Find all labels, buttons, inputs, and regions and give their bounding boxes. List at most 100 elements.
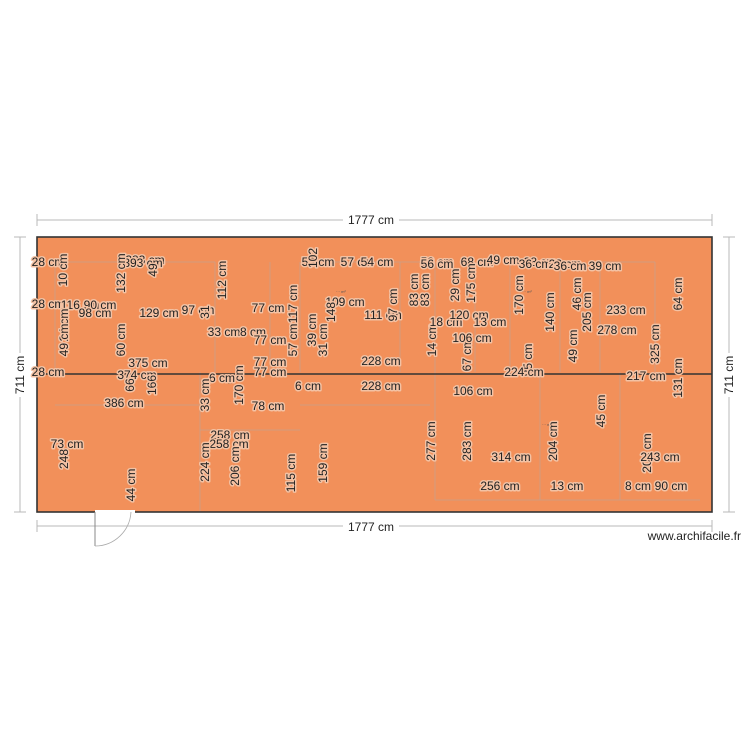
room-area-mark: ··· m² — [223, 380, 233, 385]
measurement-label: 166 — [145, 375, 159, 395]
measurement-label: 159 cm — [316, 443, 330, 482]
dimension-right: 711 cm — [722, 356, 736, 394]
measurement-label: 140 cm — [543, 292, 557, 331]
measurement-label: 258 cm — [210, 428, 249, 442]
measurement-label: 58 cm — [421, 255, 454, 269]
measurement-label: 57 cm — [341, 255, 374, 269]
measurement-label: 18 cm — [430, 315, 463, 329]
measurement-label: 117 cm — [286, 285, 300, 323]
measurement-label: 66 — [123, 378, 137, 392]
measurement-label: 228 cm — [361, 379, 400, 393]
measurement-label: 97 cm — [386, 289, 400, 322]
measurement-label: 205 cm — [580, 292, 594, 331]
measurement-label: 170 cm — [512, 275, 526, 314]
measurement-label: 175 cm — [464, 263, 478, 302]
measurement-label: 386 cm — [104, 396, 143, 410]
measurement-label: 148 — [324, 302, 338, 322]
measurement-label: 277 cm — [424, 421, 438, 460]
measurement-label: 13 cm — [474, 315, 507, 329]
measurement-label: 31 — [198, 305, 212, 319]
measurement-label: 8 cm — [625, 479, 651, 493]
measurement-label: 28 cm — [32, 365, 65, 379]
measurement-label: 29 cm — [448, 269, 462, 302]
measurement-label: 83 cm — [418, 274, 432, 307]
dimension-left: 711 cm — [13, 356, 27, 394]
measurement-label: 8 cm — [240, 325, 266, 339]
measurement-label: 204 cm — [640, 433, 654, 472]
measurement-label: 36 cm — [519, 257, 552, 271]
overall-dimensions: 1777 cm 1777 cm 711 cm 711 cm — [12, 211, 737, 534]
measurement-label: 83 cm — [407, 274, 421, 307]
measurement-label: 53 cm — [302, 255, 335, 269]
measurement-label: 374 cm — [117, 368, 156, 382]
measurement-label: 90 cm — [655, 479, 688, 493]
measurement-label: 383 cm — [125, 253, 164, 267]
measurement-label: 38 cm — [524, 255, 557, 269]
measurement-label: 111 cm — [364, 308, 402, 322]
measurement-label: 78 cm — [252, 399, 285, 413]
measurement-label: 217 cm — [626, 369, 665, 383]
room-area-mark: ··· m² — [542, 422, 552, 427]
measurement-label: 116 cm — [61, 298, 99, 312]
room-area-mark: ··· m² — [522, 289, 532, 294]
measurement-label: 39 cm — [305, 314, 319, 347]
measurement-label: 224 cm — [504, 365, 543, 379]
measurement-label: 248 — [57, 449, 71, 469]
watermark: www.archifacile.fr — [647, 529, 741, 543]
measurement-label: 206 cm — [228, 446, 242, 485]
measurement-label: 314 cm — [491, 450, 530, 464]
measurement-label: 243 cm — [640, 450, 679, 464]
measurement-label: 112 cm — [215, 261, 229, 299]
measurement-label: 228 cm — [361, 354, 400, 368]
measurement-label: 375 cm — [128, 356, 167, 370]
interior-lines — [54, 261, 700, 512]
measurement-label: 233 cm — [606, 303, 645, 317]
measurement-label: 131 cm — [671, 358, 685, 397]
measurement-label: 204 cm — [546, 421, 560, 460]
measurement-label: 77 cm — [254, 365, 287, 379]
measurement-label: 325 cm — [648, 324, 662, 363]
measurement-label: 56 cm — [421, 257, 454, 271]
measurement-label: 393 cm — [123, 256, 162, 270]
measurement-label: 170 cm — [232, 365, 246, 404]
measurement-label: 49 cm — [566, 330, 580, 363]
measurement-label: 57 cm — [286, 324, 300, 357]
measurement-label: 106 cm — [453, 384, 492, 398]
measurement-label: 224 cm — [198, 442, 212, 481]
dimension-bottom: 1777 cm — [348, 520, 394, 534]
measurement-label: 256 cm — [480, 479, 519, 493]
measurement-label: 39 cm — [589, 259, 622, 273]
measurement-label: 109 cm — [325, 295, 364, 309]
measurement-label: 49 cm — [57, 324, 71, 357]
measurement-label: 98 cm — [79, 306, 112, 320]
measurement-label: 54 cm — [361, 255, 394, 269]
dimension-top: 1777 cm — [348, 213, 394, 227]
measurement-label: 46 cm — [570, 278, 584, 311]
measurement-label: 90 cm — [84, 298, 117, 312]
measurement-label: 64 cm — [671, 278, 685, 311]
door — [94, 510, 135, 547]
measurement-label: 115 cm — [284, 454, 298, 492]
measurement-label: 33 cm — [208, 325, 241, 339]
measurement-label: 36 cm — [554, 259, 587, 273]
measurement-label: 22 cm — [549, 257, 582, 271]
measurement-label: 14 cm — [425, 324, 439, 357]
measurement-label: 60 cm — [114, 324, 128, 357]
measurement-label: 49 — [146, 263, 160, 277]
measurement-label: 68 cm — [461, 255, 494, 269]
measurement-label: 24 cm — [57, 309, 71, 342]
measurement-label: 77 cm — [252, 301, 285, 315]
measurement-label: 45 cm — [594, 395, 608, 428]
measurement-label: 73 cm — [51, 437, 84, 451]
measurement-label: 49 cm — [487, 253, 520, 267]
measurement-label: 120 cm — [449, 308, 488, 322]
measurement-label: 129 cm — [139, 306, 178, 320]
measurement-label: 44 cm — [124, 469, 138, 502]
measurement-label: 28 cm — [32, 255, 65, 269]
measurement-label: 28 cm — [32, 297, 65, 311]
measurement-label: 132 cm — [114, 253, 128, 292]
measurement-label: 13 cm — [551, 479, 584, 493]
measurement-label: 31 cm — [316, 324, 330, 357]
